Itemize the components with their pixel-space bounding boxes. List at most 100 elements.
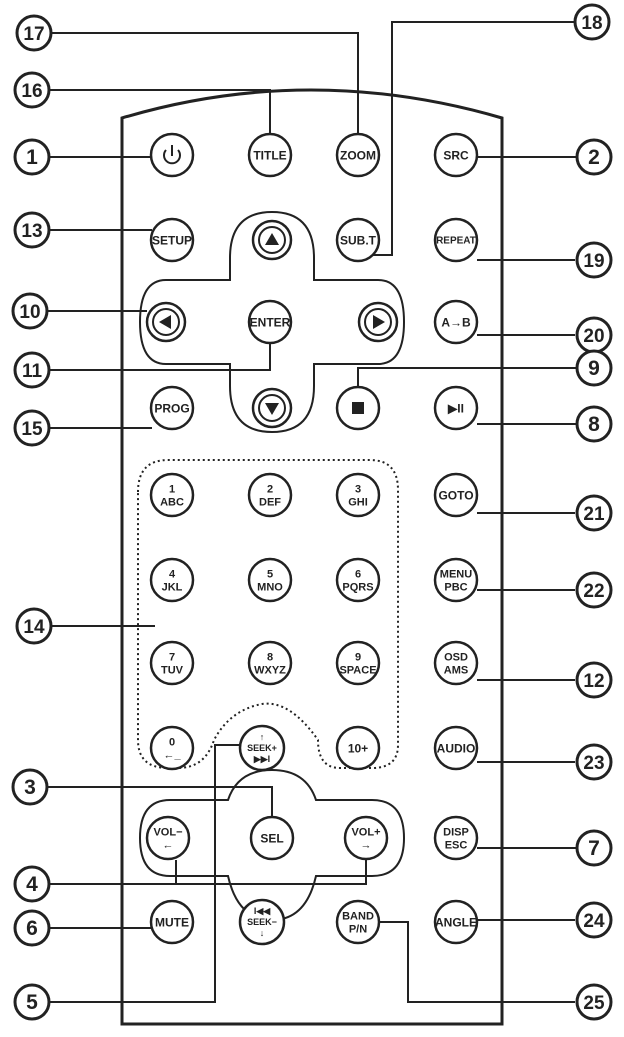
callout-9: 9 [575,349,613,387]
callout-number: 4 [26,873,38,896]
seek-minus-button-shape[interactable] [238,898,286,946]
key-0-shape[interactable] [149,725,195,771]
vol-minus-button-label-2: ← [163,839,174,851]
play-pause-button[interactable]: ▶II [433,385,479,431]
disp-esc-button-shape[interactable] [433,815,479,861]
key-4-shape[interactable] [149,557,195,603]
band-pn-button-shape[interactable] [335,899,381,945]
key-2-shape[interactable] [247,472,293,518]
vol-plus-button-shape[interactable] [343,815,389,861]
power-button[interactable] [149,132,195,178]
mute-button[interactable]: MUTE [149,899,195,945]
seek-plus-button-shape[interactable] [238,724,286,772]
stop-button[interactable] [335,385,381,431]
callout-10: 10 [11,292,49,330]
numpad-outline [137,459,399,769]
callout-4: 4 [13,865,51,903]
goto-button[interactable]: GOTO [433,472,479,518]
osd-ams-button-label-2: AMS [444,664,468,676]
subtitle-button-shape[interactable] [335,217,381,263]
vol-minus-button-shape[interactable] [145,815,191,861]
src-button[interactable]: SRC [433,132,479,178]
remote-body [120,88,504,1026]
key-6-shape[interactable] [335,557,381,603]
key-10-plus[interactable]: 10+ [335,725,381,771]
key-8-label-2: WXYZ [254,664,286,676]
prog-button-shape[interactable] [149,385,195,431]
menu-pbc-button-shape[interactable] [433,557,479,603]
sel-button[interactable]: SEL [249,815,295,861]
key-0[interactable]: 0←_ [149,725,195,771]
goto-button-shape[interactable] [433,472,479,518]
key-1-shape[interactable] [149,472,195,518]
callout-circle [575,829,613,867]
callout-number: 1 [26,146,38,169]
enter-button[interactable]: ENTER [247,299,293,345]
callout-number: 19 [583,251,604,272]
zoom-button-shape[interactable] [335,132,381,178]
seek-minus-button-label-2: SEEK− [247,917,277,927]
callout-number: 16 [21,81,42,102]
vol-minus-button-label-1: VOL− [153,826,182,838]
mute-button-shape[interactable] [149,899,195,945]
key-7-shape[interactable] [149,640,195,686]
play-pause-button-shape[interactable] [433,385,479,431]
goto-button-label-1: GOTO [438,488,473,502]
title-button-shape[interactable] [247,132,293,178]
osd-ams-button-shape[interactable] [433,640,479,686]
callout-number: 23 [583,753,604,774]
zoom-button[interactable]: ZOOM [335,132,381,178]
callout-23: 23 [575,743,613,781]
title-button[interactable]: TITLE [247,132,293,178]
setup-button-shape[interactable] [149,217,195,263]
down-button[interactable] [251,387,293,429]
callout-20: 20 [575,316,613,354]
seek-plus-button-label-3: ▶▶I [253,754,270,764]
callout-22: 22 [575,571,613,609]
sel-button-shape[interactable] [249,815,295,861]
vol-plus-button-label-2: → [361,839,372,851]
seek-plus-button[interactable]: ↑SEEK+▶▶I [238,724,286,772]
angle-button[interactable]: ANGLE [433,899,479,945]
a-b-button-shape[interactable] [433,299,479,345]
up-button[interactable] [251,219,293,261]
repeat-button-shape[interactable] [433,217,479,263]
setup-button[interactable]: SETUP [149,217,195,263]
prog-button[interactable]: PROG [149,385,195,431]
key-8-shape[interactable] [247,640,293,686]
key-4-label-2: JKL [162,581,183,593]
a-b-button[interactable]: A→B [433,299,479,345]
enter-button-shape[interactable] [247,299,293,345]
subtitle-button[interactable]: SUB.T [335,217,381,263]
right-button[interactable] [357,301,399,343]
key-2-label-1: 2 [267,483,273,495]
audio-button-shape[interactable] [433,725,479,771]
left-button[interactable] [145,301,187,343]
seek-minus-button[interactable]: I◀◀SEEK−↓ [238,898,286,946]
angle-button-shape[interactable] [433,899,479,945]
key-10-plus-shape[interactable] [335,725,381,771]
key-9-shape[interactable] [335,640,381,686]
key-3-shape[interactable] [335,472,381,518]
repeat-button[interactable]: REPEAT [433,217,479,263]
callout-circle [575,405,613,443]
audio-button[interactable]: AUDIO [433,725,479,771]
vol-minus-button[interactable]: VOL−← [145,815,191,861]
callout-circle [15,607,53,645]
key-5-shape[interactable] [247,557,293,603]
vol-plus-button[interactable]: VOL+→ [343,815,389,861]
src-button-shape[interactable] [433,132,479,178]
